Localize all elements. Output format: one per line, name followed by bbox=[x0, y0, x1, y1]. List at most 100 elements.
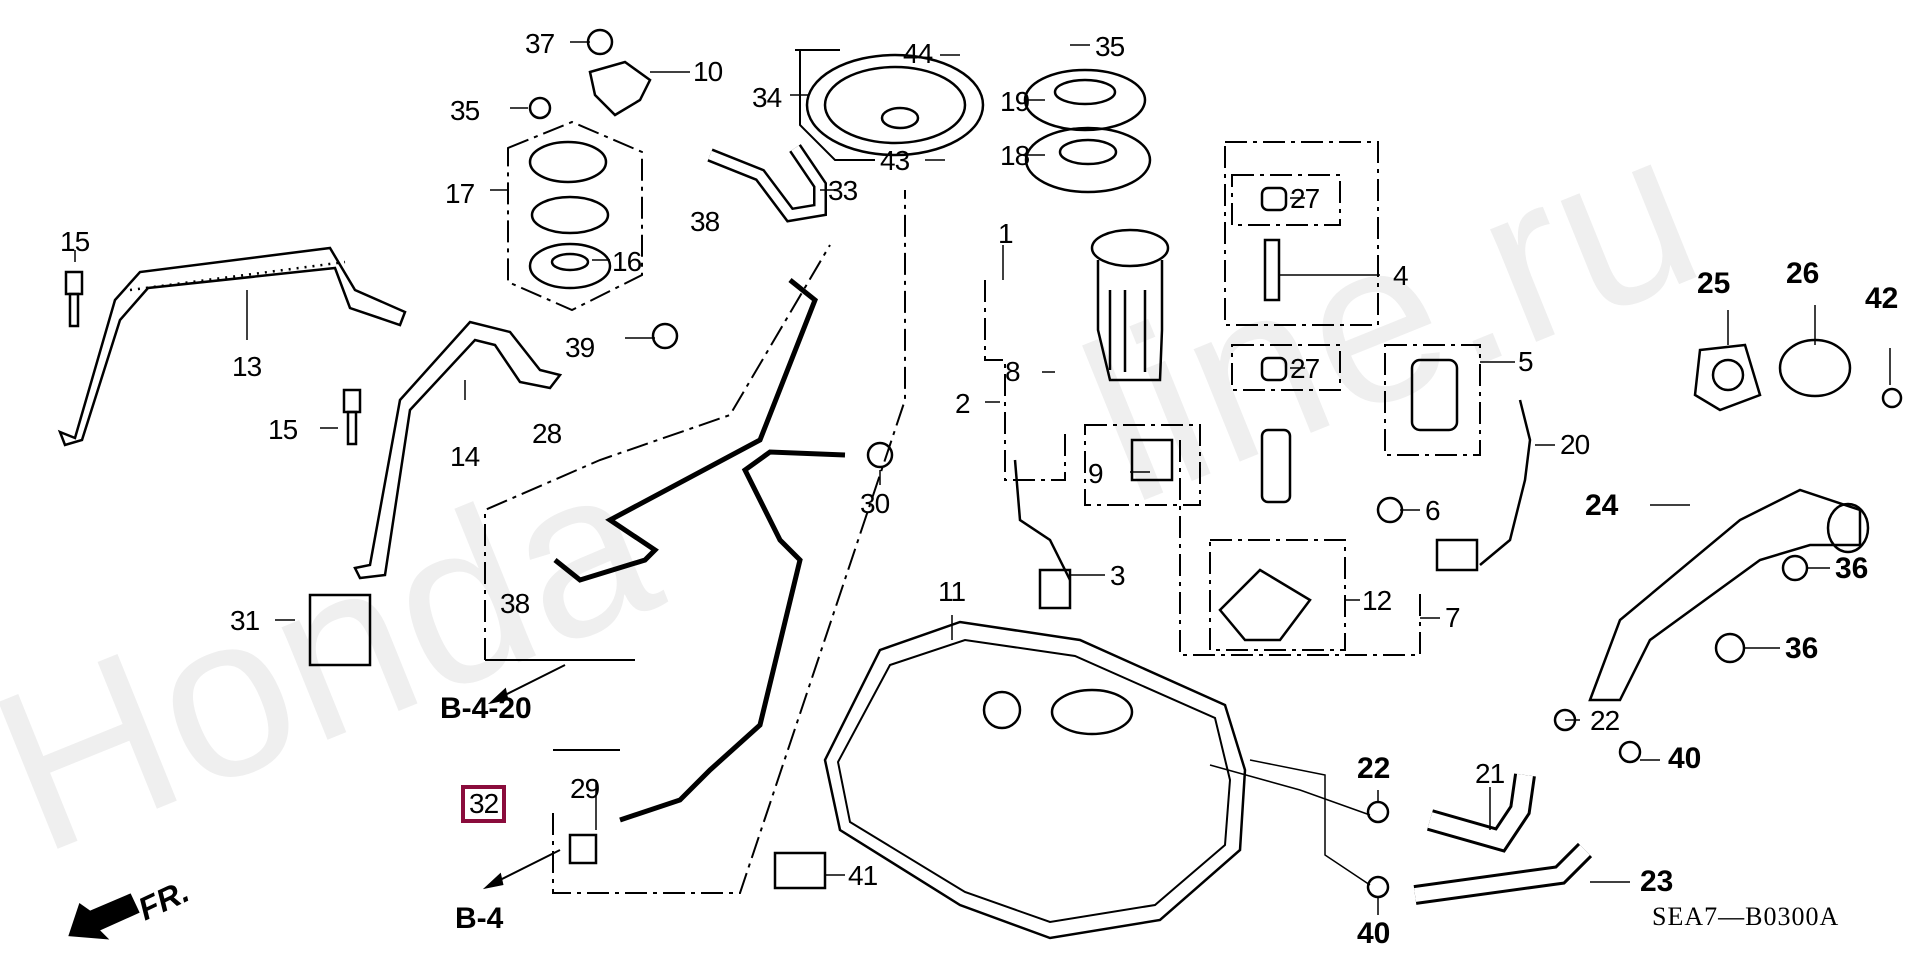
callout-11[interactable]: 11 bbox=[938, 576, 966, 607]
callout-15b[interactable]: 15 bbox=[268, 414, 298, 445]
nut-37-icon bbox=[586, 28, 614, 56]
callout-6[interactable]: 6 bbox=[1425, 495, 1441, 526]
rod-4[interactable] bbox=[1263, 238, 1281, 302]
callout-25[interactable]: 25 bbox=[1697, 267, 1731, 300]
reference-b-4-20[interactable]: B-4-20 bbox=[440, 692, 532, 725]
access-cover-34[interactable] bbox=[805, 53, 985, 157]
callout-36b[interactable]: 36 bbox=[1785, 632, 1819, 665]
bolt-36b-icon bbox=[1714, 632, 1746, 664]
wire-29[interactable] bbox=[619, 449, 846, 823]
fuel-tank-11[interactable] bbox=[823, 620, 1247, 940]
callout-44[interactable]: 44 bbox=[903, 38, 933, 69]
callout-7[interactable]: 7 bbox=[1445, 602, 1461, 633]
callout-4[interactable]: 4 bbox=[1393, 260, 1409, 291]
callout-41[interactable]: 41 bbox=[848, 860, 878, 891]
callout-21[interactable]: 21 bbox=[1475, 758, 1505, 789]
callout-34[interactable]: 34 bbox=[752, 82, 782, 113]
seal-ring-16[interactable] bbox=[528, 242, 612, 290]
callout-23[interactable]: 23 bbox=[1640, 865, 1674, 898]
sender-10[interactable] bbox=[588, 60, 652, 117]
callout-16[interactable]: 16 bbox=[612, 246, 642, 277]
filler-pipe-24[interactable] bbox=[1588, 488, 1862, 702]
group-outline-27a bbox=[1231, 174, 1341, 226]
bolt-35a-icon bbox=[528, 96, 552, 120]
callout-9[interactable]: 9 bbox=[1088, 458, 1104, 489]
callout-14[interactable]: 14 bbox=[450, 441, 480, 472]
bolt-15a-icon bbox=[64, 270, 84, 328]
clip-30-icon bbox=[866, 441, 894, 469]
callout-10[interactable]: 10 bbox=[693, 56, 723, 87]
spring-27b-icon bbox=[1260, 356, 1288, 382]
filter-5[interactable] bbox=[1410, 358, 1459, 432]
bracket-41[interactable] bbox=[773, 851, 827, 890]
callout-43[interactable]: 43 bbox=[880, 145, 910, 176]
vent-line-28[interactable] bbox=[553, 278, 819, 583]
callout-20[interactable]: 20 bbox=[1560, 429, 1590, 460]
seal-plate[interactable] bbox=[528, 140, 608, 184]
callout-22a[interactable]: 22 bbox=[1357, 752, 1391, 785]
retainer-plate[interactable] bbox=[530, 195, 610, 235]
clip-9[interactable] bbox=[1130, 438, 1174, 482]
reference-b-4[interactable]: B-4 bbox=[455, 902, 504, 935]
group-outline-12 bbox=[1209, 539, 1346, 651]
harness-20[interactable] bbox=[1479, 399, 1532, 566]
callout-3[interactable]: 3 bbox=[1110, 560, 1126, 591]
callout-15a[interactable]: 15 bbox=[60, 226, 90, 257]
callout-12[interactable]: 12 bbox=[1362, 585, 1392, 616]
bolt-36a-icon bbox=[1781, 554, 1809, 582]
callout-13[interactable]: 13 bbox=[232, 351, 262, 382]
fuel-tank-strap-14[interactable] bbox=[353, 320, 563, 580]
group-outline-pump bbox=[1224, 141, 1379, 326]
screw-42-icon bbox=[1881, 387, 1903, 409]
fuel-tank-strap-13[interactable] bbox=[57, 246, 407, 447]
callout-22b[interactable]: 22 bbox=[1590, 705, 1620, 736]
callout-1[interactable]: 1 bbox=[998, 218, 1014, 249]
bolt-15b-icon bbox=[342, 388, 362, 446]
callout-39[interactable]: 39 bbox=[565, 332, 595, 363]
callout-33[interactable]: 33 bbox=[828, 175, 858, 206]
group-outline-27b bbox=[1231, 344, 1341, 391]
callout-27b[interactable]: 27 bbox=[1290, 353, 1320, 384]
callout-36a[interactable]: 36 bbox=[1835, 552, 1869, 585]
callout-42[interactable]: 42 bbox=[1865, 282, 1899, 315]
callout-32-highlighted[interactable]: 32 bbox=[460, 785, 507, 823]
canister-31[interactable] bbox=[308, 593, 372, 667]
callout-27a[interactable]: 27 bbox=[1290, 183, 1320, 214]
callout-2[interactable]: 2 bbox=[955, 388, 971, 419]
fuel-cap-26[interactable] bbox=[1778, 338, 1852, 398]
callout-18[interactable]: 18 bbox=[1000, 140, 1030, 171]
callout-19[interactable]: 19 bbox=[1000, 86, 1030, 117]
fuel-cap-holder-25[interactable] bbox=[1693, 343, 1762, 412]
front-arrow-icon bbox=[68, 893, 140, 940]
callout-37[interactable]: 37 bbox=[525, 28, 555, 59]
callout-26[interactable]: 26 bbox=[1786, 257, 1820, 290]
callout-40b[interactable]: 40 bbox=[1668, 742, 1702, 775]
fuel-pump[interactable] bbox=[1260, 428, 1292, 504]
group-outline-1 bbox=[984, 280, 1066, 481]
strainer-12[interactable] bbox=[1218, 568, 1312, 642]
callout-38a[interactable]: 38 bbox=[690, 206, 720, 237]
connector-29-icon bbox=[568, 833, 598, 865]
group-outline-28 bbox=[484, 244, 831, 660]
clip-6-icon bbox=[1376, 496, 1404, 524]
callout-8[interactable]: 8 bbox=[1005, 356, 1021, 387]
callout-35b[interactable]: 35 bbox=[1095, 31, 1125, 62]
callout-38b[interactable]: 38 bbox=[500, 588, 530, 619]
group-outline-7 bbox=[1179, 440, 1421, 656]
callout-40a[interactable]: 40 bbox=[1357, 917, 1391, 950]
callout-35a[interactable]: 35 bbox=[450, 95, 480, 126]
ring-18[interactable] bbox=[1024, 126, 1152, 194]
spring-27a-icon bbox=[1260, 186, 1288, 212]
callout-17[interactable]: 17 bbox=[445, 178, 475, 209]
group-outline-17 bbox=[507, 120, 643, 312]
callout-24[interactable]: 24 bbox=[1585, 489, 1619, 522]
callout-30[interactable]: 30 bbox=[860, 488, 890, 519]
callout-5[interactable]: 5 bbox=[1518, 346, 1534, 377]
harness-3[interactable] bbox=[1013, 459, 1072, 581]
fuel-pump-module-1[interactable] bbox=[1090, 228, 1170, 382]
callout-31[interactable]: 31 bbox=[230, 605, 260, 636]
clip-40a-icon bbox=[1366, 875, 1390, 899]
callout-28[interactable]: 28 bbox=[532, 418, 562, 449]
callout-29[interactable]: 29 bbox=[570, 773, 600, 804]
